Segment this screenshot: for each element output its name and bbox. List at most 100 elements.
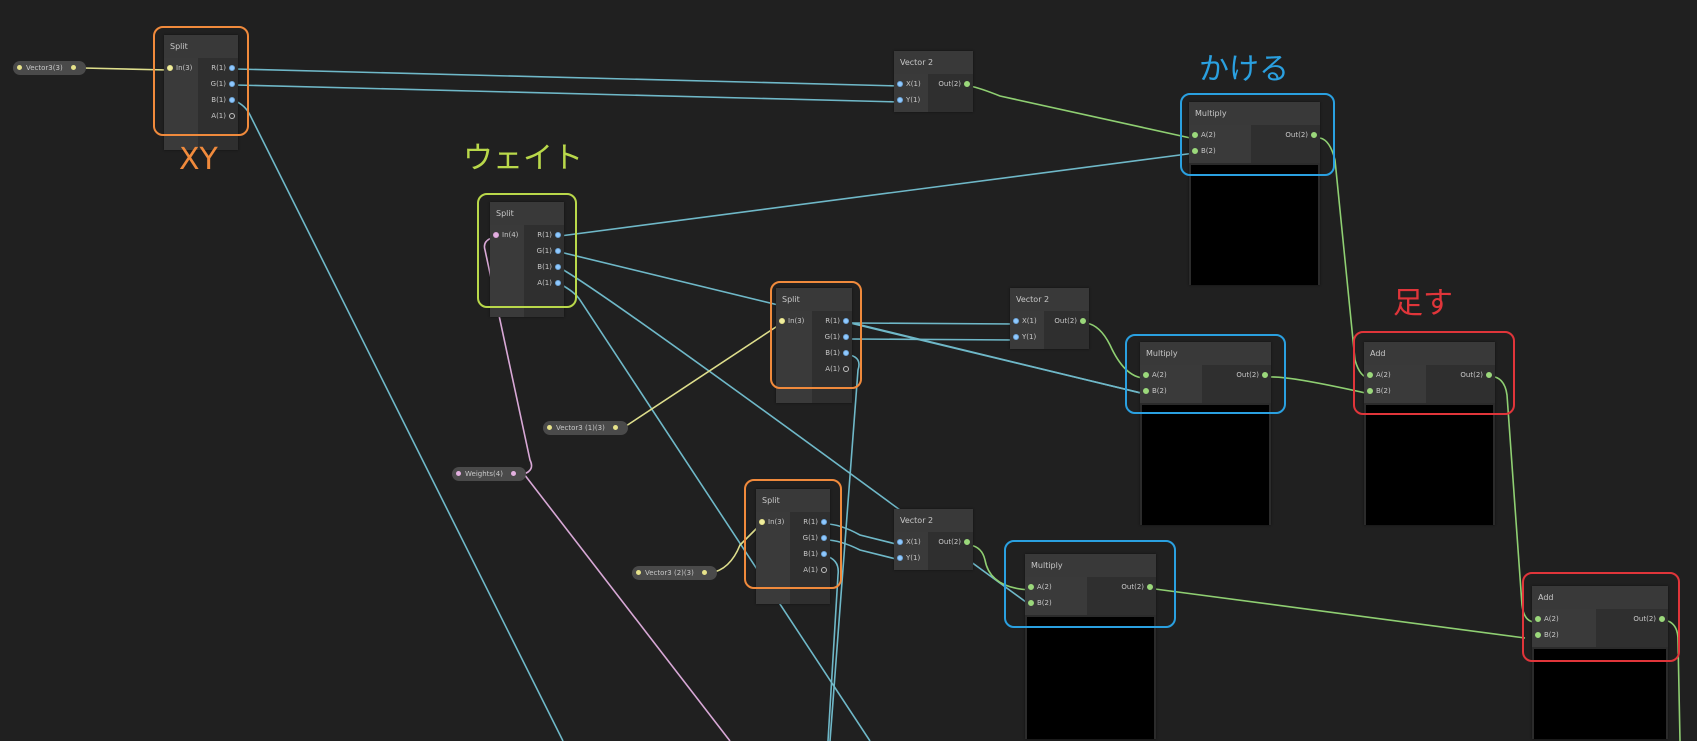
port-g[interactable]: G(1) xyxy=(803,532,830,544)
port-out-icon[interactable] xyxy=(1659,616,1665,622)
port-x[interactable]: X(1) xyxy=(894,536,921,548)
port-b-icon[interactable] xyxy=(555,264,561,270)
port-g[interactable]: G(1) xyxy=(211,78,238,90)
port-b[interactable]: B(2) xyxy=(1189,145,1216,157)
port-x-icon[interactable] xyxy=(897,539,903,545)
port-out[interactable]: Out(2) xyxy=(1633,613,1668,625)
port-y-icon[interactable] xyxy=(897,555,903,561)
port-r-icon[interactable] xyxy=(821,519,827,525)
property-output-icon[interactable] xyxy=(613,425,619,430)
port-out[interactable]: Out(2) xyxy=(938,536,973,548)
port-r[interactable]: R(1) xyxy=(825,315,852,327)
property-output-icon[interactable] xyxy=(70,65,76,70)
port-x-icon[interactable] xyxy=(897,81,903,87)
port-in[interactable]: In(3) xyxy=(164,62,192,74)
port-a[interactable]: A(1) xyxy=(211,110,238,122)
port-b[interactable]: B(1) xyxy=(211,94,238,106)
port-b[interactable]: B(2) xyxy=(1140,385,1167,397)
split-node-2[interactable]: Split In(4) R(1) G(1) B(1) A(1) xyxy=(490,202,564,317)
port-in-icon[interactable] xyxy=(493,232,499,238)
port-out[interactable]: Out(2) xyxy=(1460,369,1495,381)
port-y[interactable]: Y(1) xyxy=(894,94,920,106)
port-x[interactable]: X(1) xyxy=(1010,315,1037,327)
port-x-icon[interactable] xyxy=(1013,318,1019,324)
port-a-icon[interactable] xyxy=(555,280,561,286)
port-b-icon[interactable] xyxy=(1535,632,1541,638)
port-r[interactable]: R(1) xyxy=(211,62,238,74)
port-b[interactable]: B(1) xyxy=(537,261,564,273)
port-in-icon[interactable] xyxy=(759,519,765,525)
port-b-icon[interactable] xyxy=(1367,388,1373,394)
port-a[interactable]: A(2) xyxy=(1364,369,1391,381)
port-a[interactable]: A(1) xyxy=(537,277,564,289)
port-in[interactable]: In(4) xyxy=(490,229,518,241)
port-out-icon[interactable] xyxy=(964,539,970,545)
port-out-icon[interactable] xyxy=(1147,584,1153,590)
port-a-icon[interactable] xyxy=(821,567,827,573)
property-output-icon[interactable] xyxy=(702,570,708,575)
port-y[interactable]: Y(1) xyxy=(1010,331,1036,343)
port-b[interactable]: B(1) xyxy=(803,548,830,560)
port-b[interactable]: B(2) xyxy=(1364,385,1391,397)
port-in-icon[interactable] xyxy=(779,318,785,324)
port-r[interactable]: R(1) xyxy=(803,516,830,528)
port-out[interactable]: Out(2) xyxy=(1285,129,1320,141)
port-r-icon[interactable] xyxy=(843,318,849,324)
port-out[interactable]: Out(2) xyxy=(938,78,973,90)
port-g-icon[interactable] xyxy=(229,81,235,87)
port-out-icon[interactable] xyxy=(964,81,970,87)
port-y[interactable]: Y(1) xyxy=(894,552,920,564)
port-b-icon[interactable] xyxy=(1143,388,1149,394)
port-b[interactable]: B(1) xyxy=(825,347,852,359)
property-output-icon[interactable] xyxy=(511,471,517,476)
port-a-icon[interactable] xyxy=(229,113,235,119)
port-out[interactable]: Out(2) xyxy=(1121,581,1156,593)
port-out[interactable]: Out(2) xyxy=(1054,315,1089,327)
port-a[interactable]: A(2) xyxy=(1189,129,1216,141)
port-a-icon[interactable] xyxy=(1535,616,1541,622)
port-a[interactable]: A(2) xyxy=(1532,613,1559,625)
port-a-icon[interactable] xyxy=(1367,372,1373,378)
port-g-icon[interactable] xyxy=(821,535,827,541)
property-weights[interactable]: Weights(4) xyxy=(452,467,527,481)
port-b-icon[interactable] xyxy=(229,97,235,103)
port-b-icon[interactable] xyxy=(1028,600,1034,606)
vector2-node-2[interactable]: Vector 2 X(1) Y(1) Out(2) xyxy=(1010,288,1089,349)
add-node-1[interactable]: Add A(2) B(2) Out(2) xyxy=(1364,342,1495,525)
port-r-icon[interactable] xyxy=(229,65,235,71)
port-in[interactable]: In(3) xyxy=(776,315,804,327)
port-out-icon[interactable] xyxy=(1080,318,1086,324)
port-in[interactable]: In(3) xyxy=(756,516,784,528)
port-x[interactable]: X(1) xyxy=(894,78,921,90)
vector2-node-3[interactable]: Vector 2 X(1) Y(1) Out(2) xyxy=(894,509,973,570)
port-r-icon[interactable] xyxy=(555,232,561,238)
port-a-icon[interactable] xyxy=(1143,372,1149,378)
multiply-node-2[interactable]: Multiply A(2) B(2) Out(2) xyxy=(1140,342,1271,525)
port-b[interactable]: B(2) xyxy=(1025,597,1052,609)
port-out[interactable]: Out(2) xyxy=(1236,369,1271,381)
port-y-icon[interactable] xyxy=(1013,334,1019,340)
port-g[interactable]: G(1) xyxy=(537,245,564,257)
multiply-node-1[interactable]: Multiply A(2) B(2) Out(2) xyxy=(1189,102,1320,285)
port-a-icon[interactable] xyxy=(843,366,849,372)
port-out-icon[interactable] xyxy=(1262,372,1268,378)
property-vector3-1[interactable]: Vector3 (1)(3) xyxy=(543,421,629,435)
port-r[interactable]: R(1) xyxy=(537,229,564,241)
port-b-icon[interactable] xyxy=(821,551,827,557)
property-vector3[interactable]: Vector3(3) xyxy=(13,61,86,75)
vector2-node-1[interactable]: Vector 2 X(1) Y(1) Out(2) xyxy=(894,51,973,112)
port-g-icon[interactable] xyxy=(555,248,561,254)
port-a-icon[interactable] xyxy=(1192,132,1198,138)
port-b-icon[interactable] xyxy=(1192,148,1198,154)
property-vector3-2[interactable]: Vector3 (2)(3) xyxy=(632,566,718,580)
port-g-icon[interactable] xyxy=(843,334,849,340)
port-a[interactable]: A(2) xyxy=(1140,369,1167,381)
port-b-icon[interactable] xyxy=(843,350,849,356)
port-y-icon[interactable] xyxy=(897,97,903,103)
port-a[interactable]: A(2) xyxy=(1025,581,1052,593)
add-node-2[interactable]: Add A(2) B(2) Out(2) xyxy=(1532,586,1668,739)
port-g[interactable]: G(1) xyxy=(825,331,852,343)
port-out-icon[interactable] xyxy=(1311,132,1317,138)
multiply-node-3[interactable]: Multiply A(2) B(2) Out(2) xyxy=(1025,554,1156,739)
